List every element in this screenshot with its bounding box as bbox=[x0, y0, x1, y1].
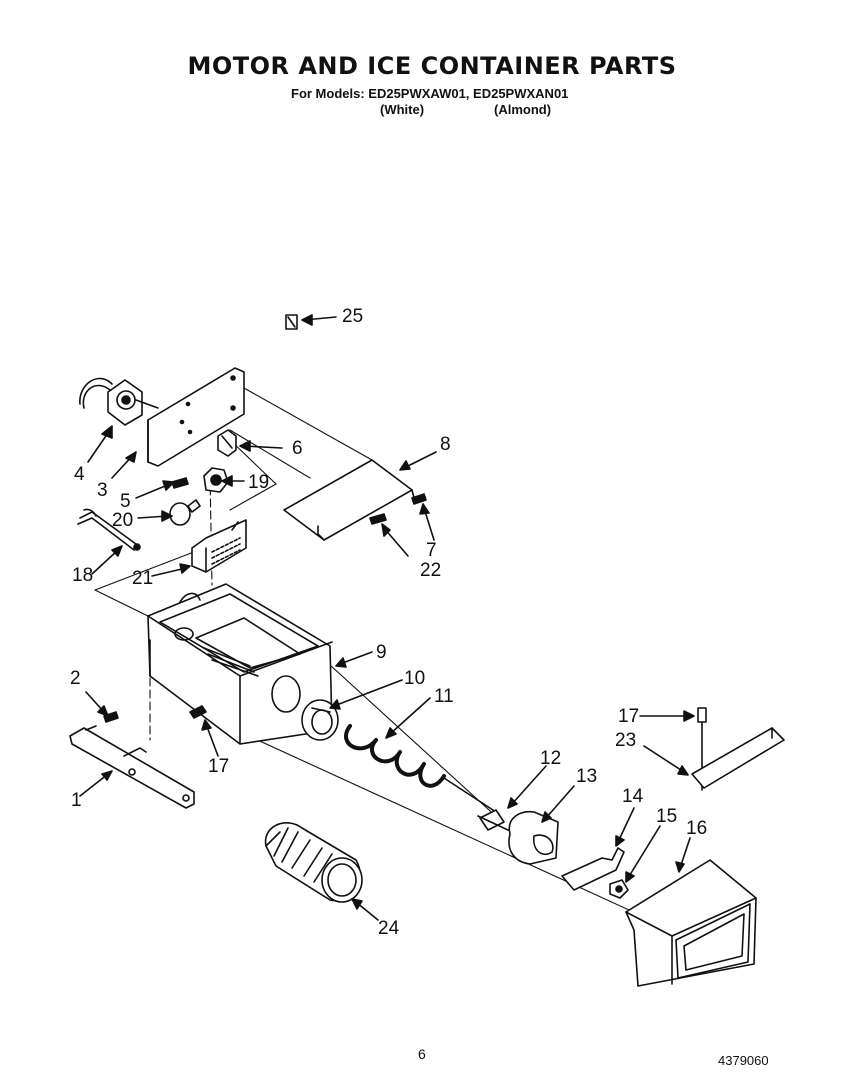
callout-15: 15 bbox=[656, 806, 677, 827]
callout-3: 3 bbox=[97, 480, 108, 501]
callout-21: 21 bbox=[132, 568, 153, 589]
part-2-screw bbox=[103, 711, 119, 723]
variant-white: (White) bbox=[380, 102, 425, 117]
part-20-bulb bbox=[169, 499, 201, 526]
callout-22: 22 bbox=[420, 560, 441, 581]
part-16-front-cover bbox=[625, 859, 757, 987]
callout-14: 14 bbox=[622, 786, 644, 807]
callout-7: 7 bbox=[426, 540, 437, 561]
callout-11: 11 bbox=[434, 686, 454, 707]
part-7-screw bbox=[411, 493, 427, 505]
part-15-nut bbox=[609, 879, 629, 899]
callout-6: 6 bbox=[292, 438, 303, 459]
part-25-clip bbox=[285, 314, 298, 330]
callout-8: 8 bbox=[440, 434, 451, 455]
part-23-plate bbox=[691, 727, 785, 789]
callout-18: 18 bbox=[72, 565, 93, 586]
part-17-screw-left bbox=[189, 705, 207, 719]
variant-almond: (Almond) bbox=[494, 102, 552, 117]
callout-10: 10 bbox=[404, 668, 425, 689]
page-number: 6 bbox=[418, 1046, 426, 1062]
part-5-screw bbox=[171, 477, 189, 489]
part-14-bracket bbox=[561, 847, 625, 891]
callout-16: 16 bbox=[686, 818, 707, 839]
callout-labels: 1 2 3 4 5 6 7 8 9 10 11 12 13 14 15 16 1… bbox=[70, 306, 707, 939]
document-number: 4379060 bbox=[718, 1053, 769, 1068]
part-11-auger-spring bbox=[344, 724, 497, 813]
part-24-crusher-roll bbox=[264, 822, 363, 903]
callout-23: 23 bbox=[615, 730, 636, 751]
callout-12: 12 bbox=[540, 748, 561, 769]
part-3-mounting-plate bbox=[147, 367, 245, 467]
callout-25: 25 bbox=[342, 306, 363, 327]
part-21-light-bracket bbox=[191, 519, 247, 573]
models-line: For Models: ED25PWXAW01, ED25PWXAN01 bbox=[291, 86, 569, 101]
part-10-bearing bbox=[301, 699, 339, 741]
callout-4: 4 bbox=[74, 464, 85, 485]
callout-19: 19 bbox=[248, 472, 269, 493]
callout-17-right: 17 bbox=[618, 706, 639, 727]
callout-1: 1 bbox=[71, 790, 82, 811]
part-6-clip bbox=[217, 429, 237, 457]
part-4-motor bbox=[79, 377, 159, 426]
part-22-screw bbox=[369, 513, 387, 525]
callout-2: 2 bbox=[70, 668, 81, 689]
page-title: MOTOR AND ICE CONTAINER PARTS bbox=[187, 52, 677, 80]
callout-13: 13 bbox=[576, 766, 597, 787]
callout-5: 5 bbox=[120, 491, 131, 512]
part-8-cover-plate bbox=[283, 459, 415, 541]
leader-arrows bbox=[79, 314, 695, 921]
part-18-wire-harness bbox=[77, 508, 141, 551]
callout-9: 9 bbox=[376, 642, 387, 663]
part-12-connector bbox=[477, 809, 509, 831]
callout-17-left: 17 bbox=[208, 756, 229, 777]
callout-20: 20 bbox=[112, 510, 133, 531]
part-1-bracket bbox=[69, 725, 195, 809]
part-13-coupler bbox=[508, 810, 559, 865]
callout-24: 24 bbox=[378, 918, 400, 939]
